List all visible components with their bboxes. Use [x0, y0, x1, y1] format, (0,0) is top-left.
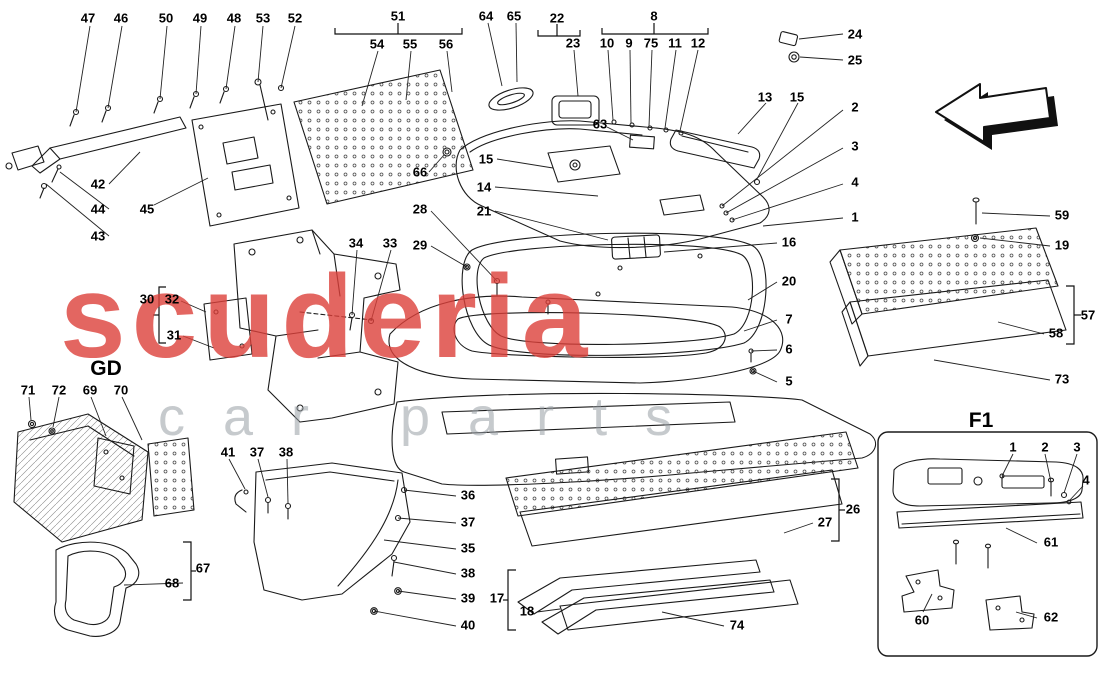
callout-brackets [153, 23, 1081, 631]
parts-art [5, 31, 1098, 657]
direction-arrow-icon [935, 83, 1058, 150]
leader-lines [28, 22, 1084, 627]
